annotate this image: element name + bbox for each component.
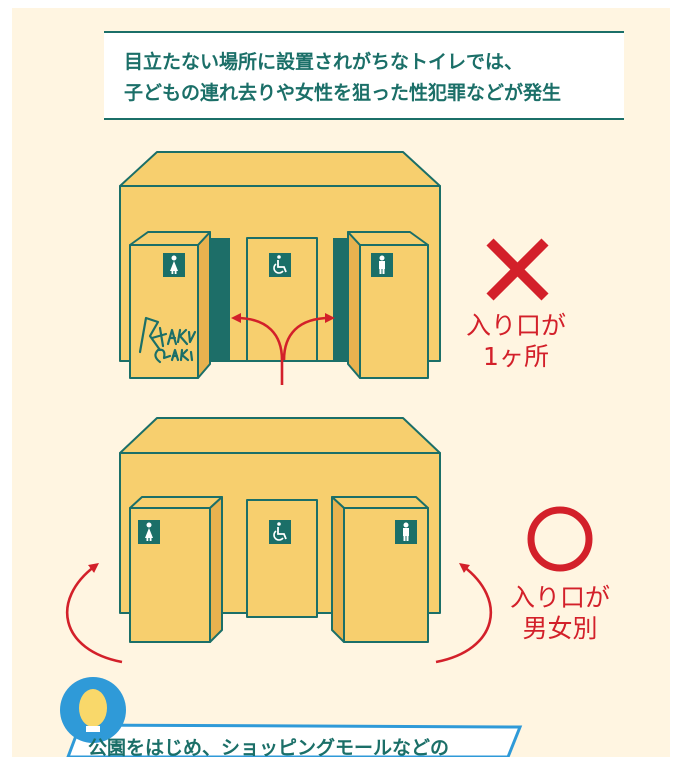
roof (119, 151, 441, 187)
right-partition-side (331, 496, 345, 643)
bad-label-line-2: 1ヶ所 (483, 342, 549, 371)
bad-label-line-1: 入り口が (466, 311, 567, 340)
good-label: 入り口が 男女別 (510, 582, 610, 644)
left-partition-side (209, 496, 223, 643)
caption-box: 目立たない場所に設置されがちなトイレでは、 子どもの連れ去りや女性を狙った性犯罪… (104, 31, 624, 120)
bad-label: 入り口が 1ヶ所 (466, 310, 566, 372)
graffiti (138, 316, 197, 364)
male-sign (371, 253, 393, 277)
roof (119, 417, 441, 454)
accessible-sign (269, 253, 291, 277)
single-entrance-arrows (231, 313, 335, 385)
caption-line-1: 目立たない場所に設置されがちなトイレでは、 (124, 51, 524, 73)
left-partition-side (197, 231, 211, 379)
circle-mark-icon (527, 506, 593, 572)
accessible-sign (269, 520, 291, 544)
female-sign (138, 520, 160, 544)
good-label-line-1: 入り口が (510, 583, 611, 612)
callout-text: 公園をはじめ、ショッピングモールなどの (88, 737, 450, 759)
right-partition-top (331, 496, 429, 509)
good-label-line-2: 男女別 (522, 614, 598, 643)
cross-mark-icon (486, 238, 549, 301)
separate-entrance-arrows (65, 562, 493, 664)
callout-box (60, 677, 523, 757)
caption-line-2: 子どもの連れ去りや女性を狙った性犯罪などが発生 (124, 82, 562, 104)
male-sign (395, 520, 417, 544)
right-partition-side (347, 231, 361, 379)
female-sign (163, 253, 185, 277)
center-door (246, 499, 318, 618)
right-partition-front (359, 244, 429, 379)
left-partition-top (129, 496, 223, 509)
